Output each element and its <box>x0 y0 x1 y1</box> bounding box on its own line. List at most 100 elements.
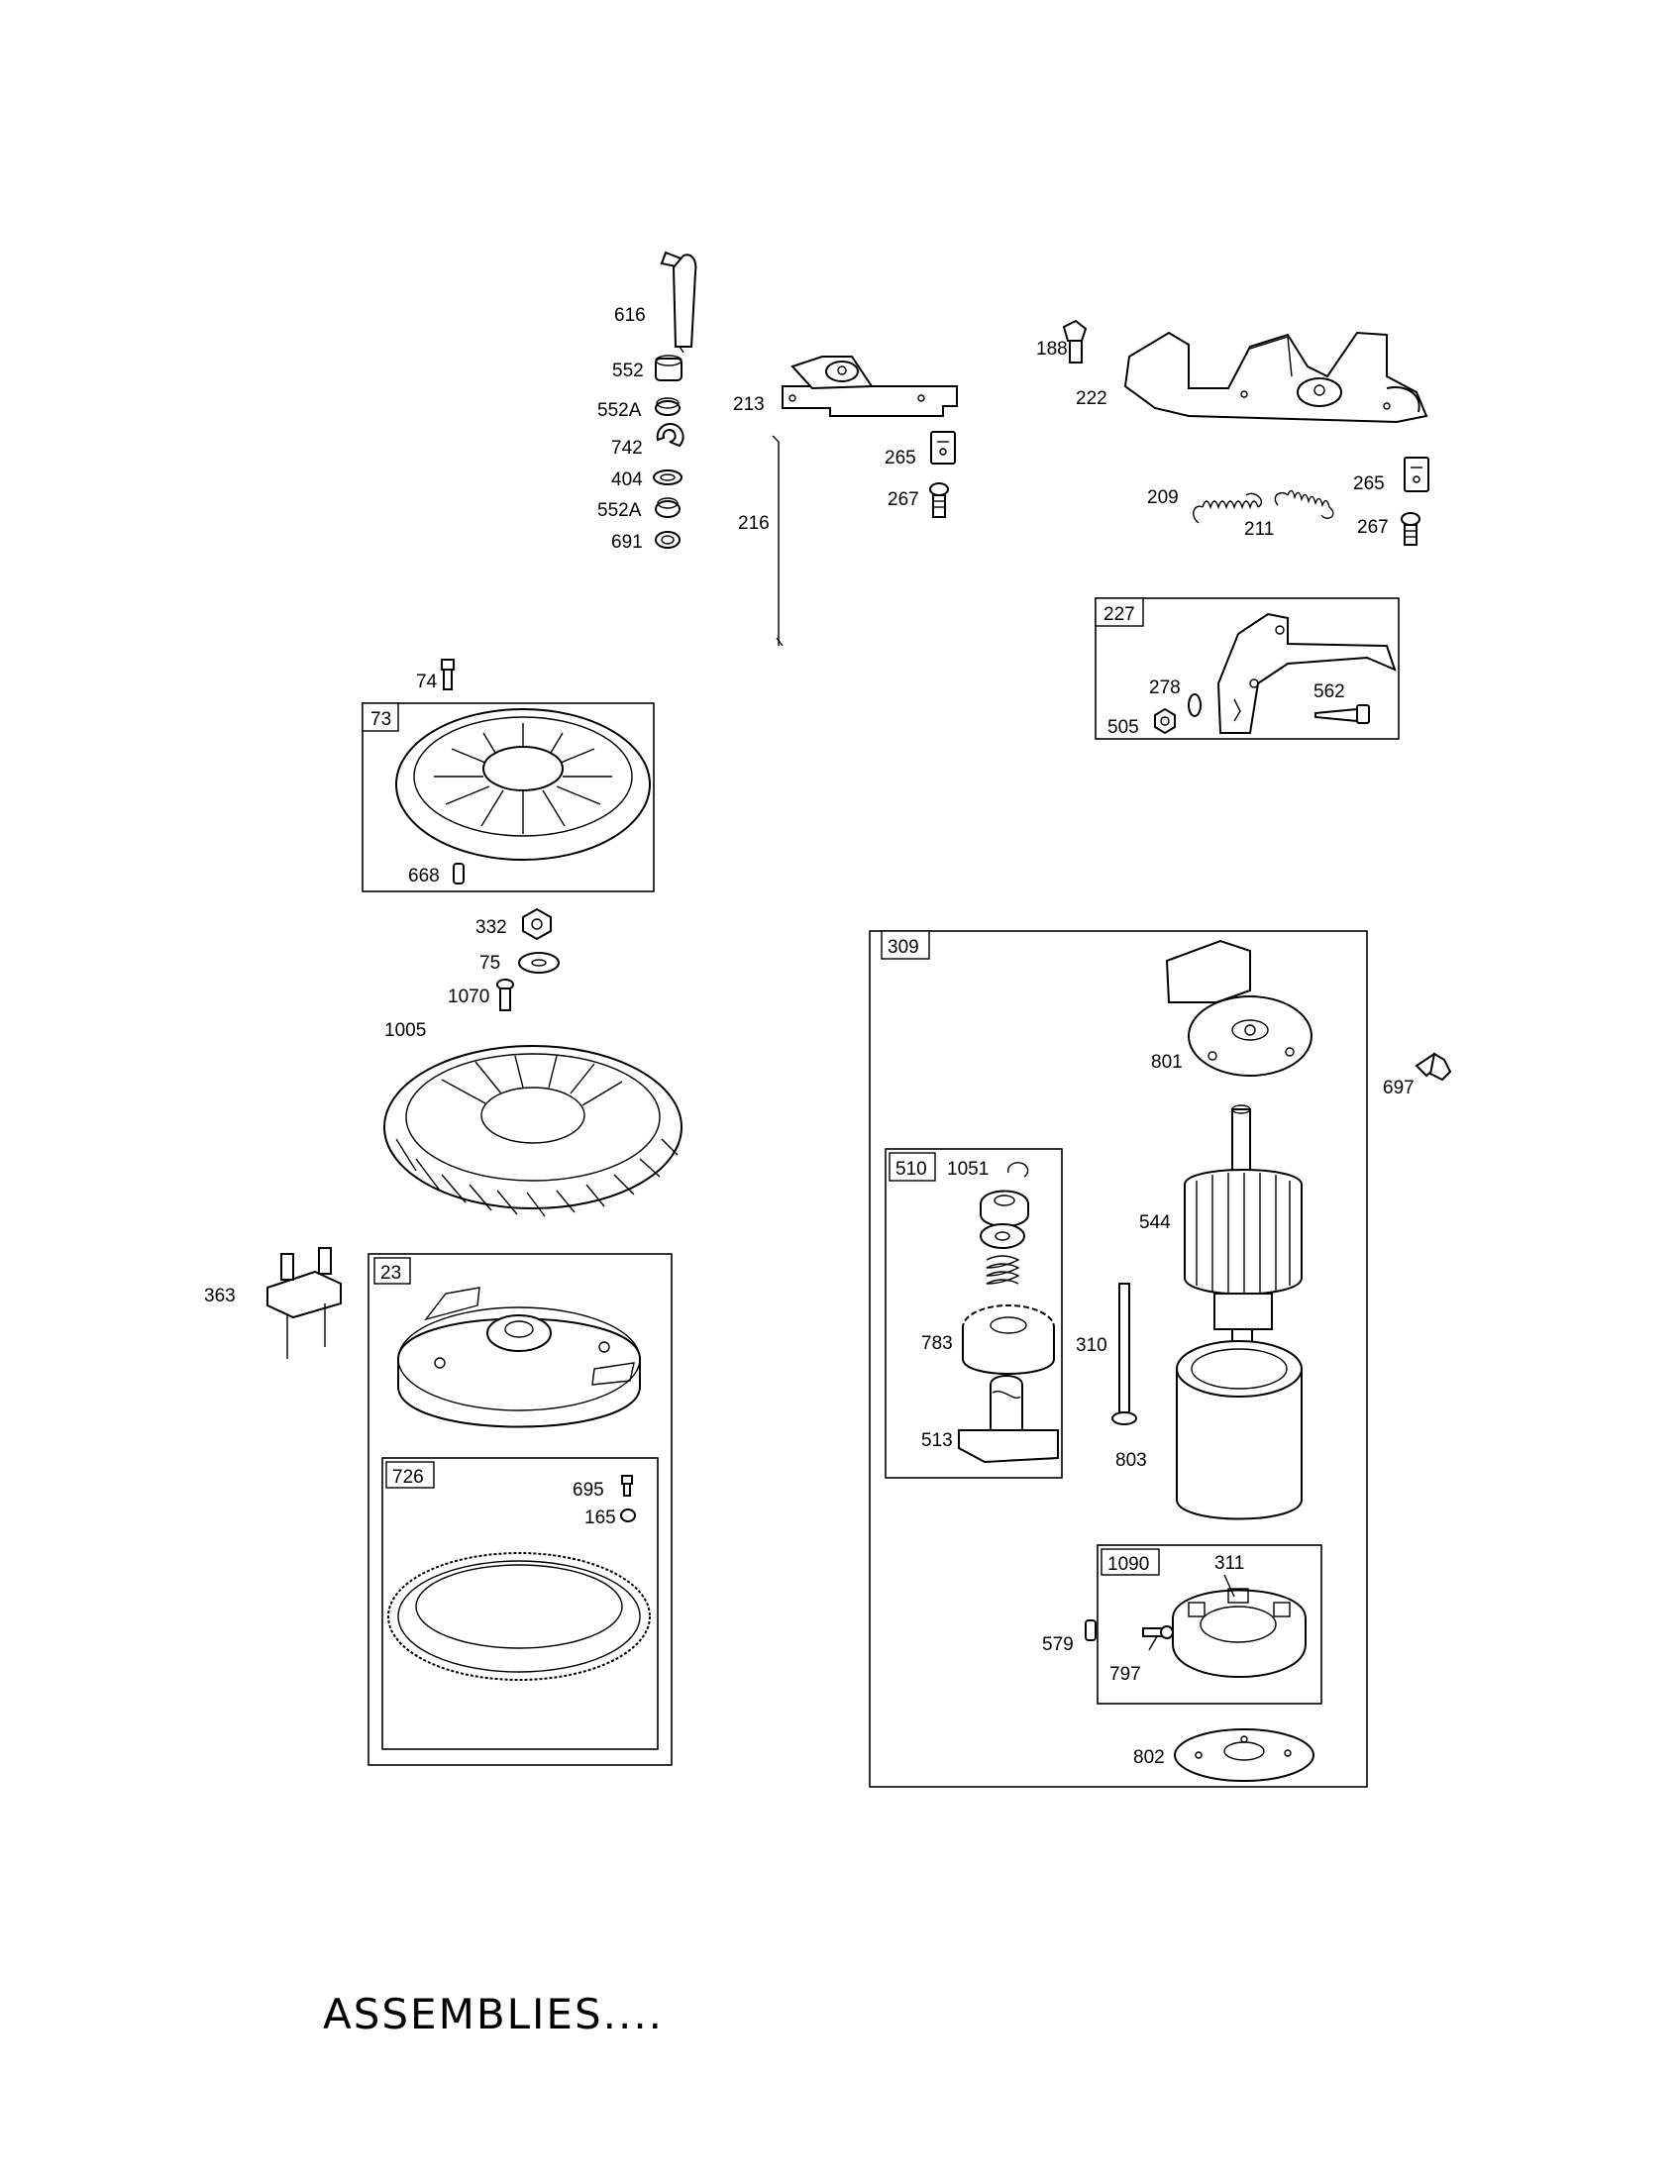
retainer-ring-742 <box>656 422 684 448</box>
label-267: 267 <box>888 489 919 510</box>
label-513: 513 <box>921 1430 953 1451</box>
bolt-74 <box>441 659 455 690</box>
label-797: 797 <box>1109 1664 1141 1685</box>
box-label-73: 73 <box>370 709 391 730</box>
end-cap-801 <box>1165 939 1312 1077</box>
assembly-box-309 <box>869 930 1368 1788</box>
assembly-box-510 <box>885 1148 1063 1479</box>
bolt-188 <box>1062 319 1088 364</box>
label-310: 310 <box>1076 1335 1107 1356</box>
label-505: 505 <box>1107 717 1139 738</box>
label-552: 552 <box>612 361 644 381</box>
terminal-797 <box>1142 1625 1174 1651</box>
label-74: 74 <box>416 672 438 692</box>
nut-165 <box>620 1508 636 1522</box>
housing-803 <box>1176 1340 1303 1520</box>
label-802: 802 <box>1133 1747 1165 1768</box>
box-tag-23 <box>373 1257 411 1285</box>
governor-link-216 <box>772 435 784 647</box>
washer-75 <box>518 952 560 974</box>
label-801: 801 <box>1151 1052 1183 1073</box>
label-552a: 552A <box>597 400 642 421</box>
bracket-227 <box>1216 612 1397 734</box>
label-1070: 1070 <box>448 987 489 1007</box>
label-363: 363 <box>204 1286 236 1306</box>
bushing-552 <box>655 355 682 381</box>
clip-1051 <box>1006 1162 1029 1178</box>
spring-211 <box>1274 489 1334 519</box>
nut-332 <box>522 907 552 941</box>
stop-nut-upper <box>980 1190 1029 1227</box>
label-1051: 1051 <box>947 1159 989 1180</box>
assembly-box-1090 <box>1097 1544 1322 1705</box>
assembly-box-726 <box>381 1457 659 1750</box>
label-265: 265 <box>885 448 916 468</box>
label-265: 265 <box>1353 473 1385 494</box>
assembly-box-23 <box>368 1253 673 1766</box>
label-311: 311 <box>1214 1553 1244 1574</box>
governor-shaft-616 <box>660 251 697 354</box>
fan-1005 <box>383 1045 682 1217</box>
assembly-box-227 <box>1095 597 1400 740</box>
screw-267-left <box>929 482 949 518</box>
label-579: 579 <box>1042 1634 1074 1655</box>
insulator-579 <box>1085 1619 1097 1641</box>
seal-691 <box>655 531 681 549</box>
label-332: 332 <box>475 917 507 938</box>
spring <box>986 1255 1020 1285</box>
label-544: 544 <box>1139 1212 1171 1233</box>
label-404: 404 <box>611 469 643 490</box>
screw-695 <box>621 1475 633 1497</box>
control-bracket-213 <box>782 356 958 417</box>
label-216: 216 <box>738 513 770 534</box>
bolt-697 <box>1415 1052 1452 1082</box>
ring-gear-726 <box>387 1552 651 1681</box>
bolt-1070 <box>496 979 514 1011</box>
box-label-23: 23 <box>380 1263 401 1284</box>
label-278: 278 <box>1149 677 1181 698</box>
washer-552a-top <box>655 397 681 416</box>
box-label-726: 726 <box>392 1467 424 1488</box>
through-bolt-310 <box>1111 1283 1137 1425</box>
label-697: 697 <box>1383 1078 1415 1098</box>
label-803: 803 <box>1115 1450 1147 1471</box>
label-211: 211 <box>1244 519 1274 540</box>
box-tag-726 <box>385 1461 435 1489</box>
footer-title: ASSEMBLIES.... <box>323 1990 664 2038</box>
label-75: 75 <box>479 953 500 974</box>
washer-upper <box>980 1223 1025 1249</box>
label-209: 209 <box>1147 487 1179 508</box>
label-165: 165 <box>584 1508 616 1528</box>
label-213: 213 <box>733 394 765 415</box>
nut-505 <box>1154 707 1176 735</box>
label-668: 668 <box>408 866 440 886</box>
label-188: 188 <box>1036 339 1068 360</box>
label-267: 267 <box>1357 517 1389 538</box>
screw-562 <box>1314 704 1370 724</box>
washer-278 <box>1188 693 1202 717</box>
assembly-box-73 <box>362 702 655 892</box>
box-label-1090: 1090 <box>1107 1554 1149 1575</box>
washer-552a-bottom <box>655 497 681 518</box>
armature-544 <box>1184 1104 1303 1344</box>
blower-screen <box>395 708 651 861</box>
box-label-309: 309 <box>888 937 919 958</box>
end-plate-802 <box>1174 1728 1314 1782</box>
screw-267-right <box>1401 512 1420 546</box>
control-bracket-222 <box>1123 331 1428 424</box>
spring-209 <box>1193 492 1263 524</box>
clip-265-left <box>930 431 956 465</box>
pinion-gear-783 <box>962 1304 1055 1375</box>
box-tag-510 <box>889 1152 936 1182</box>
label-695: 695 <box>573 1480 604 1501</box>
box-tag-1090 <box>1101 1548 1160 1576</box>
label-1005: 1005 <box>384 1020 426 1041</box>
label-222: 222 <box>1076 388 1107 409</box>
box-tag-309 <box>881 930 930 960</box>
spacer-668 <box>453 863 465 884</box>
label-552a: 552A <box>597 500 642 521</box>
box-tag-73 <box>362 702 399 732</box>
flywheel-23 <box>397 1287 641 1428</box>
